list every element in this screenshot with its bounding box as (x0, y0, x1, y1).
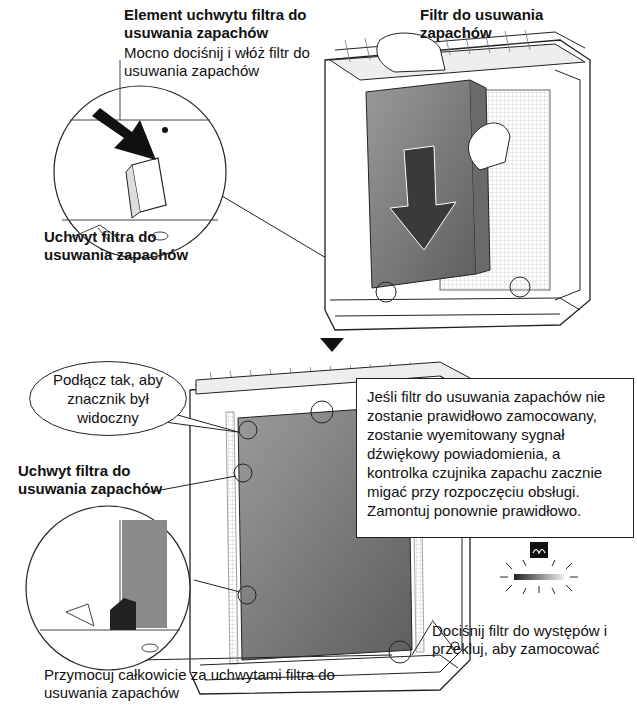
leader-line (412, 622, 432, 655)
instruction-text: Mocno dociśnij i włóż filtr do usuwania … (124, 44, 324, 80)
leader-line (194, 580, 240, 592)
part-name: Uchwyt filtra do usuwania zapachów (44, 228, 204, 264)
step-arrow (320, 338, 344, 352)
odor-sensor-icon (500, 542, 578, 594)
part-name: Filtr do usuwania zapachów (420, 6, 590, 42)
leader-line (150, 476, 236, 492)
node-text: Jeśli filtr do usuwania zapachów nie zos… (367, 387, 623, 520)
notice-box: Jeśli filtr do usuwania zapachów nie zos… (356, 378, 634, 538)
instruction-text: Dociśnij filtr do występów i przekluj, a… (432, 622, 617, 658)
speech-bubble: Podłącz tak, aby znacznik był widoczny (28, 360, 188, 437)
instruction-text: Przymocuj całkowicie za uchwytami filtra… (44, 666, 374, 702)
leader-line (138, 655, 392, 660)
part-name: Uchwyt filtra do usuwania zapachów (18, 462, 183, 498)
node-text: Podłącz tak, aby znacznik był widoczny (46, 370, 170, 427)
zoom-circle-bottom (26, 506, 190, 670)
purifier-top (325, 30, 590, 330)
part-name: Element uchwytu filtra do usuwania zapac… (124, 6, 324, 42)
